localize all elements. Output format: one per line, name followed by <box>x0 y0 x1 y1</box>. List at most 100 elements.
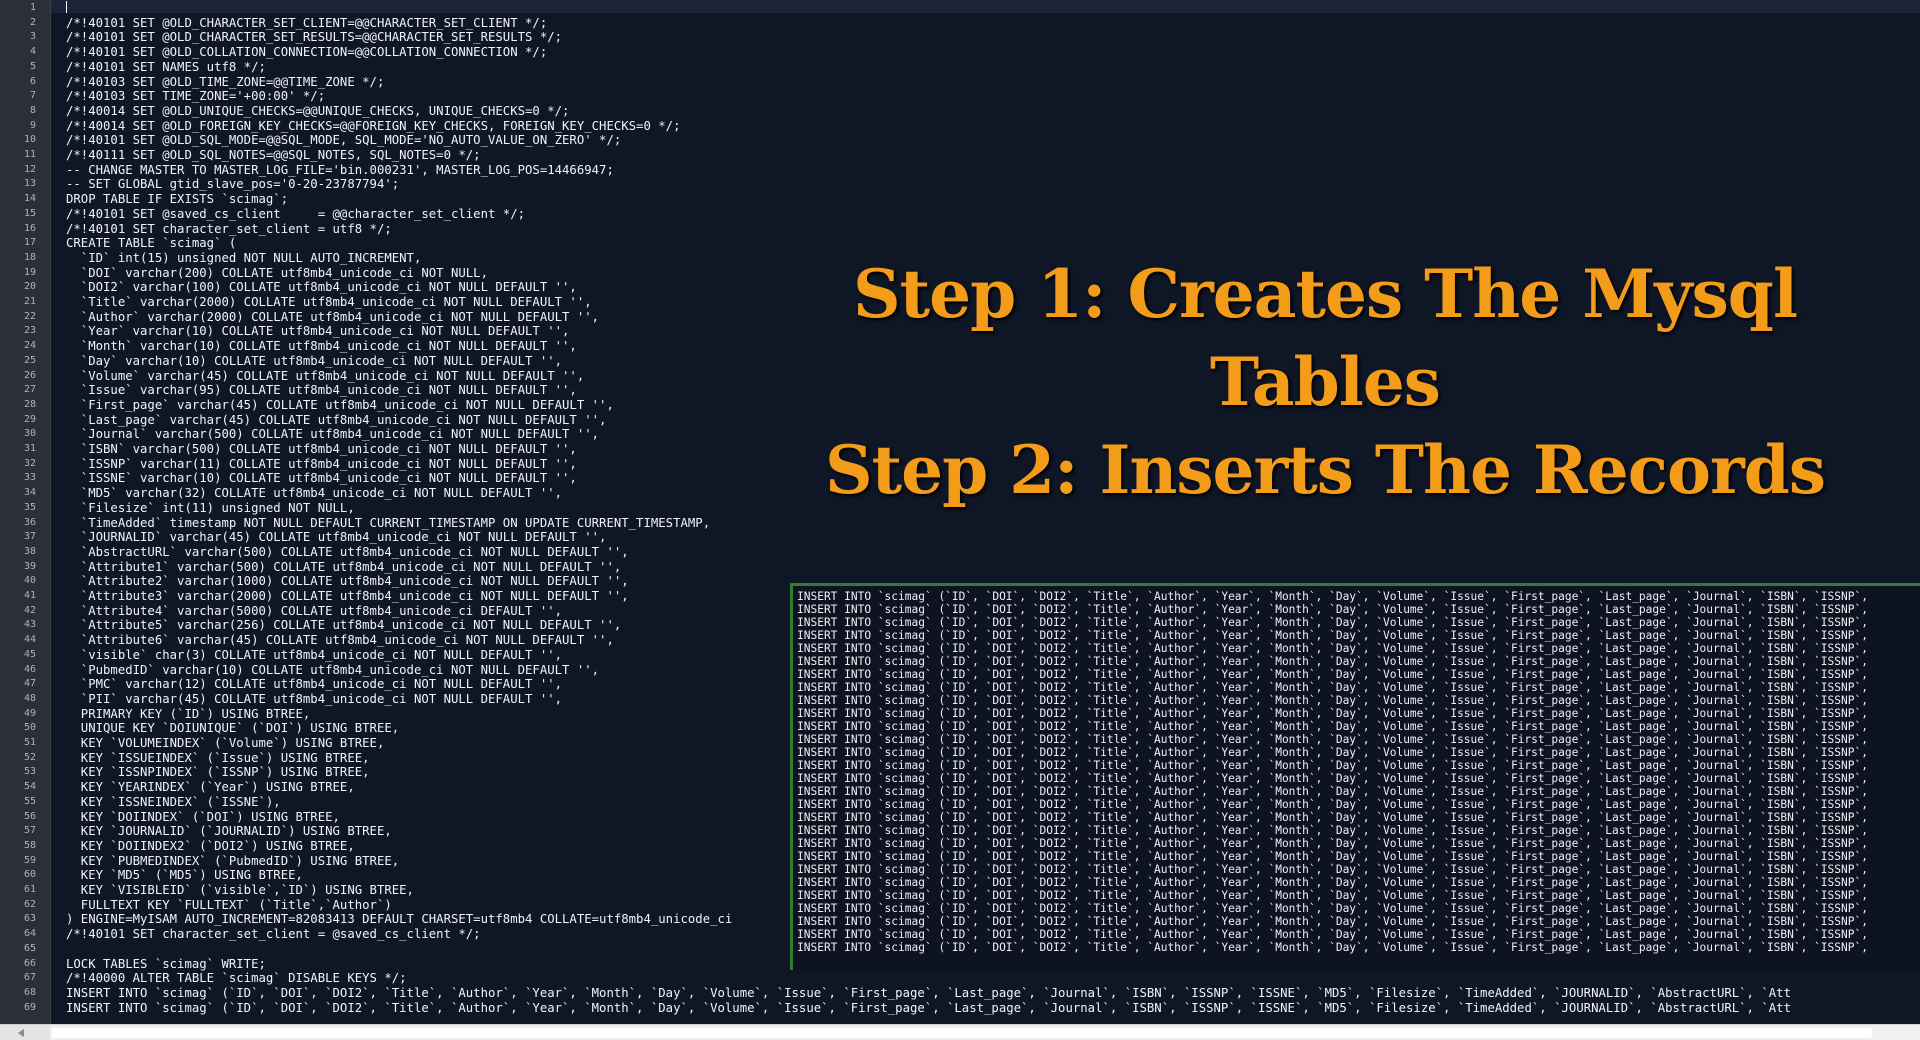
scroll-left-button[interactable] <box>0 1025 50 1040</box>
line-number: 51 <box>23 737 36 748</box>
code-line: KEY `MD5` (`MD5`) USING BTREE, <box>66 868 303 883</box>
code-line: DROP TABLE IF EXISTS `scimag`; <box>66 192 289 207</box>
line-number: 46 <box>23 663 36 675</box>
line-number: 58 <box>23 839 36 851</box>
code-line: KEY `ISSNEINDEX` (`ISSNE`), <box>66 794 281 809</box>
line-number: 33 <box>23 472 36 484</box>
insert-line: INSERT INTO `scimag` (`ID`, `DOI`, `DOI2… <box>797 837 1868 850</box>
line-number: 9 <box>29 119 36 131</box>
line-number: 42 <box>23 604 36 616</box>
insert-line: INSERT INTO `scimag` (`ID`, `DOI`, `DOI2… <box>797 616 1868 629</box>
code-line: `Attribute4` varchar(5000) COLLATE utf8m… <box>66 603 563 618</box>
insert-line: INSERT INTO `scimag` (`ID`, `DOI`, `DOI2… <box>797 941 1868 954</box>
code-line: KEY `JOURNALID` (`JOURNALID`) USING BTRE… <box>66 824 392 839</box>
insert-line: INSERT INTO `scimag` (`ID`, `DOI`, `DOI2… <box>797 655 1868 668</box>
code-line: `DOI` varchar(200) COLLATE utf8mb4_unico… <box>66 265 488 280</box>
code-line: `Year` varchar(10) COLLATE utf8mb4_unico… <box>66 324 570 339</box>
insert-line: INSERT INTO `scimag` (`ID`, `DOI`, `DOI2… <box>797 746 1868 759</box>
line-number: 35 <box>23 501 36 513</box>
line-number: 7 <box>29 90 36 102</box>
code-line: KEY `PUBMEDINDEX` (`PubmedID`) USING BTR… <box>66 853 400 868</box>
insert-line: INSERT INTO `scimag` (`ID`, `DOI`, `DOI2… <box>797 759 1868 772</box>
line-number: 68 <box>23 986 36 998</box>
current-line-highlight <box>50 0 1920 13</box>
code-line: `ISSNP` varchar(11) COLLATE utf8mb4_unic… <box>66 456 577 471</box>
line-number: 14 <box>23 193 36 205</box>
line-number: 48 <box>23 692 36 704</box>
code-line: LOCK TABLES `scimag` WRITE; <box>66 956 266 971</box>
insert-line: INSERT INTO `scimag` (`ID`, `DOI`, `DOI2… <box>797 850 1868 863</box>
line-number: 41 <box>23 590 36 601</box>
line-number: 3 <box>29 31 36 43</box>
code-area[interactable]: /*!40101 SET @OLD_CHARACTER_SET_CLIENT=@… <box>66 0 1920 1024</box>
code-line: /*!40101 SET character_set_client = @sav… <box>66 927 481 942</box>
code-line: KEY `ISSNPINDEX` (`ISSNP`) USING BTREE, <box>66 765 370 780</box>
line-number: 8 <box>29 104 36 116</box>
line-number: 53 <box>23 766 36 778</box>
line-number: 5 <box>29 60 36 72</box>
insert-line: INSERT INTO `scimag` (`ID`, `DOI`, `DOI2… <box>797 889 1868 902</box>
line-number: 54 <box>23 781 36 793</box>
code-line: KEY `YEARINDEX` (`Year`) USING BTREE, <box>66 780 355 795</box>
code-line: `ISBN` varchar(500) COLLATE utf8mb4_unic… <box>66 442 577 456</box>
line-number: 32 <box>23 457 36 469</box>
code-line: /*!40000 ALTER TABLE `scimag` DISABLE KE… <box>66 971 407 986</box>
code-line: `MD5` varchar(32) COLLATE utf8mb4_unicod… <box>66 486 563 501</box>
code-line: `Volume` varchar(45) COLLATE utf8mb4_uni… <box>66 368 585 383</box>
code-line: `Attribute2` varchar(1000) COLLATE utf8m… <box>66 574 629 589</box>
insert-line: INSERT INTO `scimag` (`ID`, `DOI`, `DOI2… <box>797 876 1868 889</box>
line-number: 69 <box>23 1001 36 1013</box>
code-line: KEY `VISIBLEID` (`visible`,`ID`) USING B… <box>66 883 414 897</box>
line-number: 59 <box>23 854 36 866</box>
text-cursor <box>66 1 67 13</box>
code-line: -- SET GLOBAL gtid_slave_pos='0-20-23787… <box>66 177 400 192</box>
line-number: 21 <box>23 296 36 307</box>
code-line: ) ENGINE=MyISAM AUTO_INCREMENT=82083413 … <box>66 912 733 927</box>
line-number: 6 <box>29 75 36 87</box>
line-number: 30 <box>23 428 36 440</box>
code-line: /*!40103 SET @OLD_TIME_ZONE=@@TIME_ZONE … <box>66 74 385 89</box>
line-number: 49 <box>23 707 36 719</box>
code-line: `TimeAdded` timestamp NOT NULL DEFAULT C… <box>66 515 711 530</box>
code-line: `Attribute3` varchar(2000) COLLATE utf8m… <box>66 589 629 603</box>
line-number: 23 <box>23 325 36 337</box>
code-line: `Last_page` varchar(45) COLLATE utf8mb4_… <box>66 412 607 427</box>
code-line: `Journal` varchar(500) COLLATE utf8mb4_u… <box>66 427 600 442</box>
code-line: KEY `DOIINDEX2` (`DOI2`) USING BTREE, <box>66 838 355 853</box>
line-number: 27 <box>23 384 36 396</box>
line-number: 4 <box>29 46 36 58</box>
line-number: 10 <box>23 134 36 146</box>
code-line: `Month` varchar(10) COLLATE utf8mb4_unic… <box>66 339 577 354</box>
line-number: 17 <box>23 237 36 249</box>
code-line: /*!40101 SET @saved_cs_client = @@charac… <box>66 206 526 221</box>
insert-line: INSERT INTO `scimag` (`ID`, `DOI`, `DOI2… <box>797 772 1868 785</box>
code-line: `First_page` varchar(45) COLLATE utf8mb4… <box>66 397 614 412</box>
line-number: 64 <box>23 928 36 940</box>
code-line: /*!40111 SET @OLD_SQL_NOTES=@@SQL_NOTES,… <box>66 148 481 162</box>
code-line: /*!40103 SET TIME_ZONE='+00:00' */; <box>66 89 326 104</box>
code-line: `ISSNE` varchar(10) COLLATE utf8mb4_unic… <box>66 471 577 486</box>
code-line: `Day` varchar(10) COLLATE utf8mb4_unicod… <box>66 353 563 368</box>
line-number: 43 <box>23 619 36 631</box>
insert-line: INSERT INTO `scimag` (`ID`, `DOI`, `DOI2… <box>797 642 1868 655</box>
insert-line: INSERT INTO `scimag` (`ID`, `DOI`, `DOI2… <box>797 733 1868 746</box>
line-number: 55 <box>23 795 36 807</box>
horizontal-scrollbar[interactable] <box>0 1024 1920 1040</box>
line-number: 22 <box>23 310 36 322</box>
code-line: `Attribute5` varchar(256) COLLATE utf8mb… <box>66 618 622 633</box>
insert-line: INSERT INTO `scimag` (`ID`, `DOI`, `DOI2… <box>797 915 1868 928</box>
line-number: 62 <box>23 898 36 910</box>
code-line: `PII` varchar(45) COLLATE utf8mb4_unicod… <box>66 691 563 706</box>
line-number: 63 <box>23 913 36 925</box>
line-number: 11 <box>23 149 36 160</box>
insert-line: INSERT INTO `scimag` (`ID`, `DOI`, `DOI2… <box>797 811 1868 824</box>
code-line: `Attribute1` varchar(500) COLLATE utf8mb… <box>66 559 622 574</box>
code-line: `AbstractURL` varchar(500) COLLATE utf8m… <box>66 544 629 559</box>
code-line: `Title` varchar(2000) COLLATE utf8mb4_un… <box>66 295 592 309</box>
code-line: `JOURNALID` varchar(45) COLLATE utf8mb4_… <box>66 530 607 545</box>
line-number: 60 <box>23 869 36 881</box>
scrollbar-thumb[interactable] <box>52 1028 1872 1038</box>
line-number: 38 <box>23 545 36 557</box>
